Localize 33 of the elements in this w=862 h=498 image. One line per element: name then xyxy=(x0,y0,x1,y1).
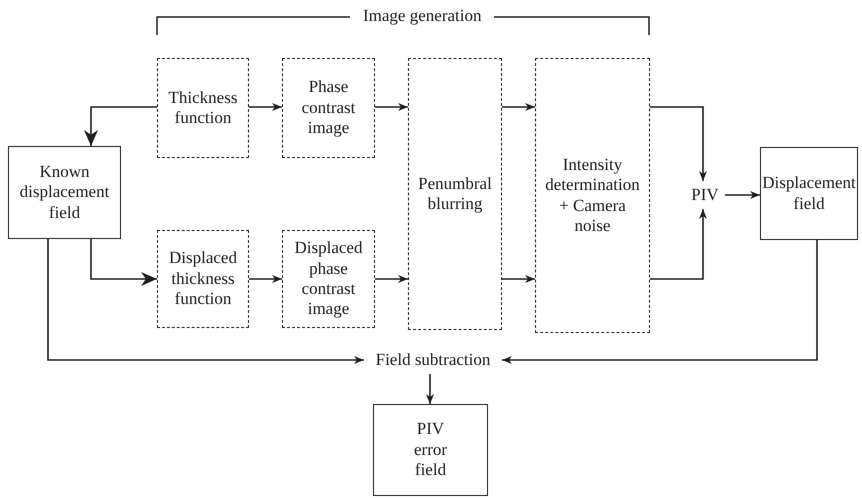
box-text: Penumbral blurring xyxy=(417,174,493,214)
process-box xyxy=(760,147,858,240)
arrow xyxy=(502,240,818,364)
arrow xyxy=(90,239,157,286)
box-text: Intensity determination + Camera noise xyxy=(544,154,641,236)
arrow xyxy=(426,374,434,404)
box-text: PIV error field xyxy=(412,419,448,481)
dashed-process-box xyxy=(157,230,249,328)
arrow xyxy=(502,103,535,111)
box-text: Displaced phase contrast image xyxy=(294,238,364,320)
arrow xyxy=(249,275,282,283)
arrow xyxy=(249,103,282,111)
dashed-process-box xyxy=(282,230,375,328)
group-label: Image generation xyxy=(363,6,482,26)
box-text: Thickness function xyxy=(168,88,238,128)
arrow xyxy=(650,106,707,181)
dashed-process-box xyxy=(408,58,502,330)
arrow xyxy=(375,103,408,111)
dashed-process-box xyxy=(282,58,375,158)
arrow xyxy=(84,106,157,146)
arrow xyxy=(650,209,707,280)
arrow xyxy=(502,275,535,283)
process-box xyxy=(8,146,121,239)
arrow xyxy=(725,191,760,199)
box-text: Phase contrast image xyxy=(300,77,356,139)
arrow xyxy=(375,275,408,283)
dashed-process-box xyxy=(535,58,650,333)
box-text: Known displacement field xyxy=(18,162,110,224)
box-text: Displacement field xyxy=(761,173,857,214)
dashed-process-box xyxy=(157,58,249,158)
arrow xyxy=(47,239,364,364)
box-text: Displaced thickness function xyxy=(168,248,238,310)
process-box xyxy=(373,404,488,496)
